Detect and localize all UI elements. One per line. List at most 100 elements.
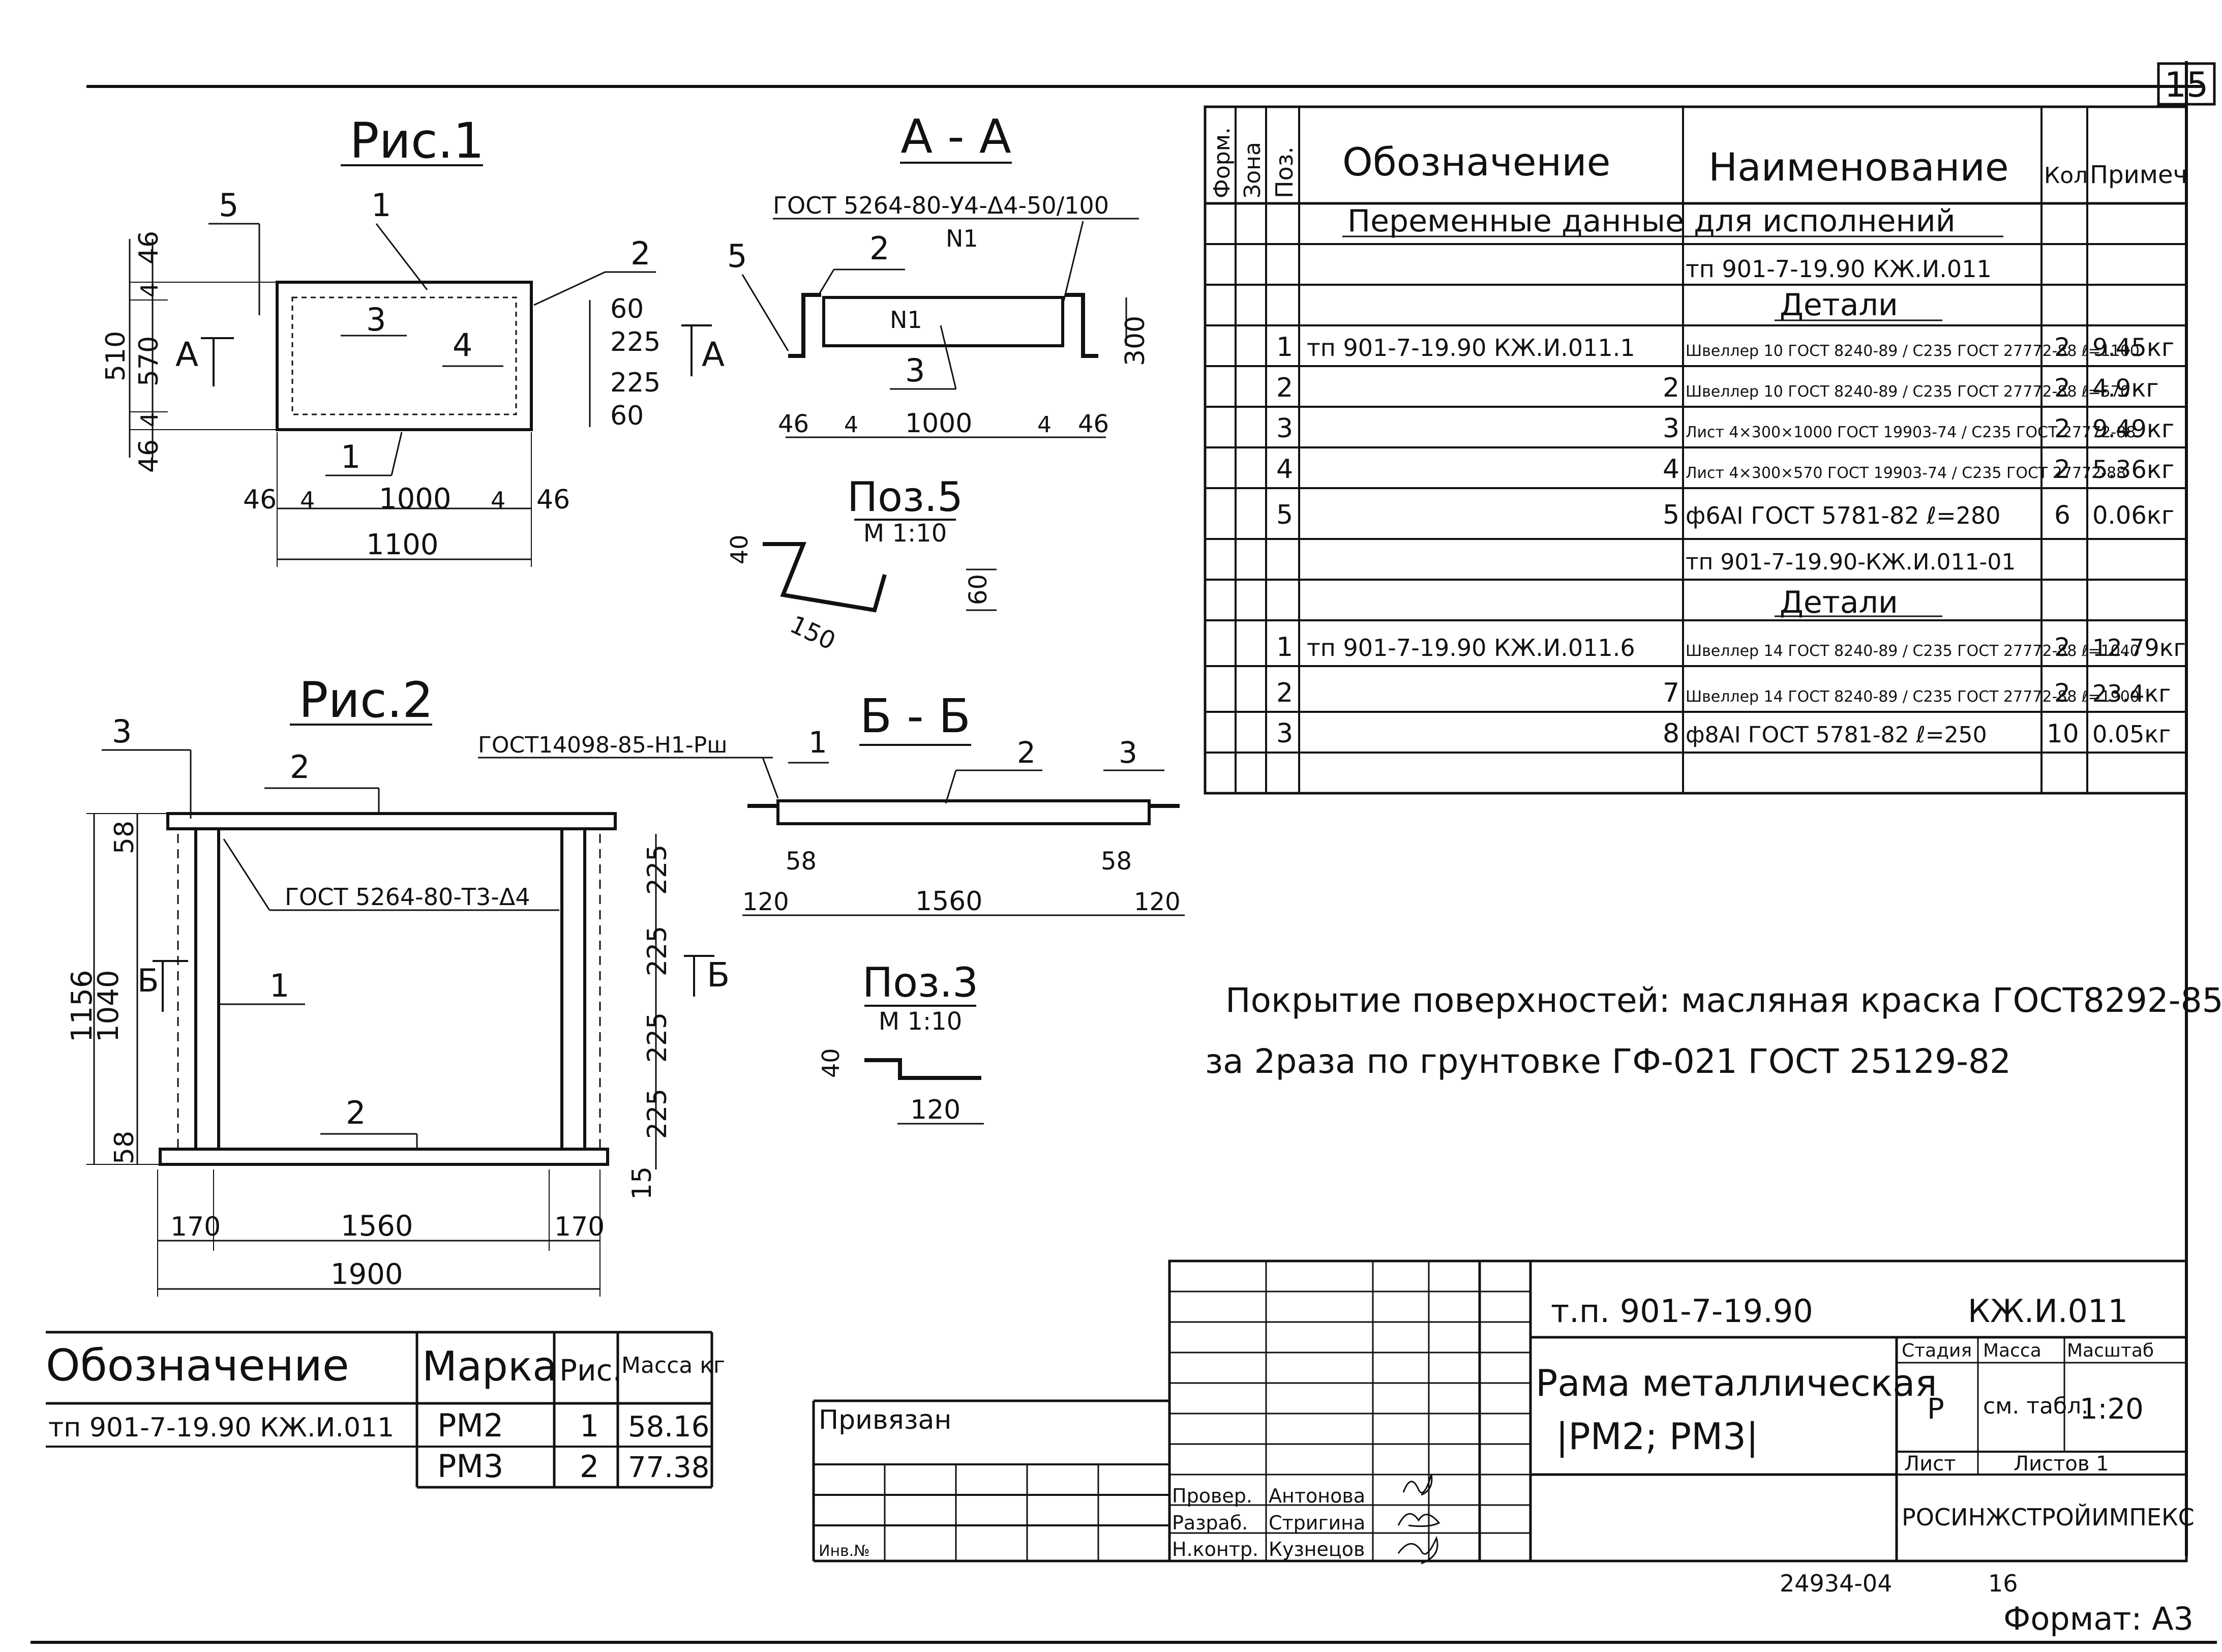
aa-callout-3: 3 <box>905 352 925 389</box>
fig1-frame-inner <box>291 296 517 415</box>
spec-row-4-name: Лист 4×300×1000 ГОСТ 19903-74 / С235 ГОС… <box>1686 424 2136 441</box>
fig1-dim-b46r: 46 <box>536 485 570 515</box>
fig2-callout-1: 1 <box>269 967 289 1004</box>
mass-row-0-mark: РМ2 <box>437 1407 503 1444</box>
spec-row-5-designation: 4 <box>1663 454 1679 485</box>
fig2-gost-weld: ГОСТ 5264-80-Т3-Δ4 <box>285 883 530 911</box>
fig2-right-channel <box>560 827 586 1151</box>
spec-row-11-pos: 3 <box>1276 718 1293 749</box>
signature-2 <box>1397 1536 1438 1565</box>
mass-row-1-fig: 2 <box>580 1449 599 1485</box>
pos3-title: Поз.3 <box>862 959 978 1006</box>
stamp-sheet-header: Лист <box>1904 1452 1956 1476</box>
pos3-dim-40: 40 <box>817 1048 845 1078</box>
bb-dim-120l: 120 <box>742 888 789 916</box>
fig1-dim-60b: 60 <box>610 401 644 431</box>
fig2-left-channel <box>194 827 220 1151</box>
spec-row-9-name: Швеллер 14 ГОСТ 8240-89 / С235 ГОСТ 2777… <box>1686 642 2140 660</box>
fig2-callout-2-top: 2 <box>290 748 310 786</box>
aa-gost-weld: ГОСТ 5264-80-У4-Δ4-50/100 <box>773 192 1109 219</box>
fig1-dim-510: 510 <box>101 331 131 381</box>
fig2-callout-3: 3 <box>112 713 132 750</box>
stamp-stage-header: Стадия <box>1902 1340 1972 1361</box>
aa-dim-4r: 4 <box>1037 412 1052 438</box>
aa-callout-2: 2 <box>869 230 889 267</box>
bb-dim-1560: 1560 <box>915 886 982 917</box>
fig1-dim-46-top: 46 <box>134 231 164 264</box>
fig1-callout-4: 4 <box>453 326 472 364</box>
mass-row-1-mark: РМ3 <box>437 1448 503 1485</box>
footer-page: 16 <box>1988 1570 2018 1597</box>
fig1-callout-5: 5 <box>219 187 238 224</box>
spec-row-11-qty: 10 <box>2047 719 2079 748</box>
fig1-dim-4a: 4 <box>136 283 163 297</box>
spec-row-10-designation: 7 <box>1663 678 1679 708</box>
fig1-callout-3: 3 <box>366 301 386 338</box>
pos3-detail: Поз.3 М 1:10 40 120 <box>817 959 984 1125</box>
fig1-dim-4b: 4 <box>136 412 163 427</box>
stamp-scale-header: Масштаб <box>2067 1340 2154 1361</box>
fig2-dim-170r: 170 <box>554 1212 605 1242</box>
spec-row-2-designation: тп 901-7-19.90 КЖ.И.011.1 <box>1307 334 1635 362</box>
spec-header-format: Форм. <box>1209 127 1235 198</box>
stamp-privyazan: Привязан <box>819 1405 951 1435</box>
spec-row-6-designation: 5 <box>1663 500 1679 530</box>
mass-header-mark: Марка <box>422 1343 557 1390</box>
fig2-section-mark-b-left: Б <box>137 962 159 999</box>
fig2-section-mark-b-right: Б <box>707 955 730 995</box>
fig2-dim-1900: 1900 <box>331 1258 403 1291</box>
spec-header-name: Наименование <box>1708 144 2009 190</box>
spec-row-8-name: Детали <box>1780 585 1898 620</box>
fig2-dim-1156: 1156 <box>66 970 99 1042</box>
fig1-callout-1b: 1 <box>341 438 361 475</box>
mass-row-0-designation: тп 901-7-19.90 КЖ.И.011 <box>48 1413 394 1443</box>
fig1-dim-225b: 225 <box>610 368 660 398</box>
fig2-callout-2-bottom: 2 <box>346 1094 366 1131</box>
spec-row-4-note: 9.49кг <box>2092 415 2174 443</box>
spec-row-10-qty: 2 <box>2054 678 2070 708</box>
fig2-dim-58-top: 58 <box>109 821 140 854</box>
spec-table: Форм. Зона Поз. Обозначение Наименование… <box>1204 105 2188 795</box>
spec-row-9-note: 12.79кг <box>2092 634 2186 662</box>
signature-0 <box>1402 1474 1433 1496</box>
bb-gost-weld: ГОСТ14098-85-Н1-Рш <box>478 732 728 758</box>
pos5-scale: М 1:10 <box>863 519 947 548</box>
spec-header-note: Примеч <box>2090 161 2187 189</box>
aa-section-title: А - А <box>900 109 1011 164</box>
fig2-bottom-channel <box>159 1148 609 1166</box>
fig1-title: Рис.1 <box>350 112 485 169</box>
aa-dim-1000: 1000 <box>905 408 972 439</box>
fig2-top-channel <box>166 812 617 830</box>
stamp-mass: см. табл. <box>1983 1393 2088 1419</box>
spec-row-2-pos: 1 <box>1276 332 1293 363</box>
stamp-signer-0-role: Провер. <box>1172 1485 1252 1507</box>
mass-header-mass: Масса кг <box>621 1353 725 1378</box>
spec-row-2-name: Швеллер 10 ГОСТ 8240-89 / С235 ГОСТ 2777… <box>1686 342 2140 360</box>
stamp-signer-1-role: Разраб. <box>1172 1512 1248 1534</box>
stamp-sheets-header: Листов 1 <box>2014 1452 2109 1476</box>
aa-dim-46r: 46 <box>1078 410 1109 438</box>
fig2-dim-170l: 170 <box>170 1212 221 1242</box>
fig2-dim-225a: 225 <box>642 845 673 895</box>
stamp-stage: Р <box>1927 1393 1944 1426</box>
pos5-detail: Поз.5 М 1:10 40 150 60 <box>726 473 997 656</box>
spec-row-6-pos: 5 <box>1276 500 1293 530</box>
fig1-dim-b46l: 46 <box>243 485 277 515</box>
spec-row-2-qty: 2 <box>2054 333 2070 362</box>
coating-note-line2: за 2раза по грунтовке ГФ-021 ГОСТ 25129-… <box>1205 1042 2011 1081</box>
fig2-title: Рис.2 <box>299 672 434 729</box>
pos5-dim-150: 150 <box>786 610 840 655</box>
bb-section-title: Б - Б <box>860 689 971 743</box>
bb-callout-3: 3 <box>1119 735 1137 770</box>
spec-row-3-designation: 2 <box>1663 373 1679 403</box>
spec-table-frame <box>1204 105 2188 795</box>
footer-code: 24934-04 <box>1780 1570 1892 1597</box>
figure-1: Рис.1 5 1 2 3 4 1 А 46 4 570 4 46 510 <box>101 109 1151 567</box>
fig1-dim-60a: 60 <box>610 294 644 324</box>
mass-row-0-fig: 1 <box>580 1408 599 1444</box>
fig2-dim-58-bot: 58 <box>109 1131 140 1164</box>
stamp-mass-header: Масса <box>1983 1340 2041 1361</box>
stamp-doc-mark: КЖ.И.011 <box>1968 1293 2128 1330</box>
aa-dim-300: 300 <box>1120 316 1151 366</box>
fig2-dim-225d: 225 <box>642 1089 673 1139</box>
